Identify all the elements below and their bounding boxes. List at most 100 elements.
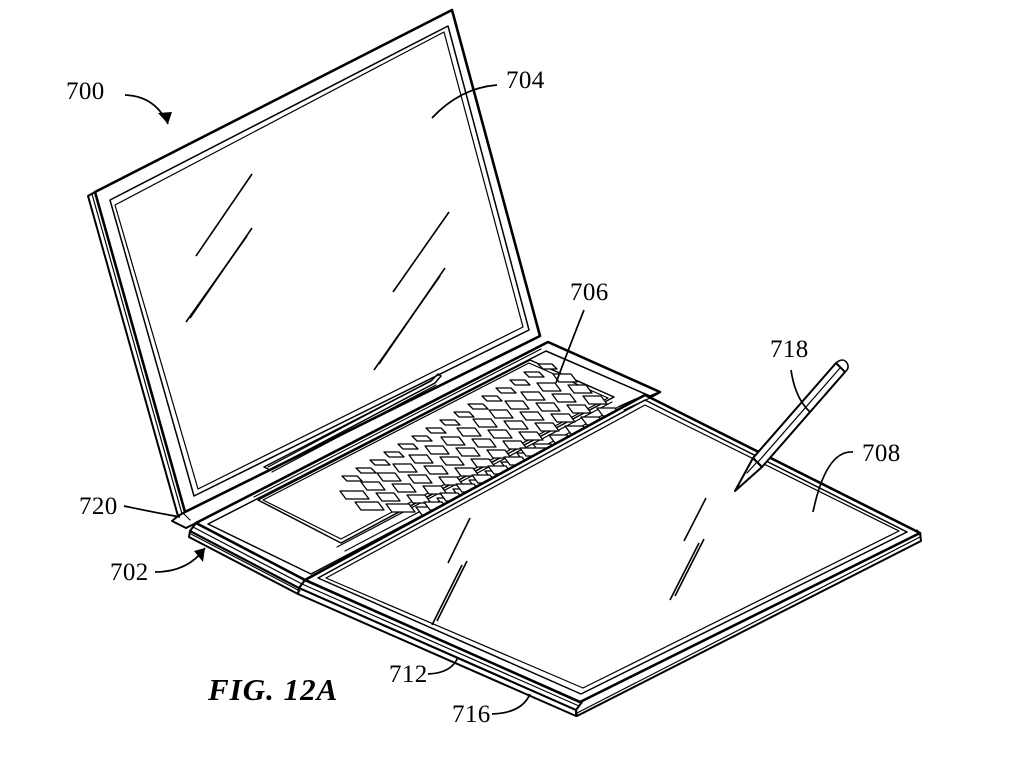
- ref-numeral-702: 702: [110, 559, 149, 586]
- key: [519, 411, 545, 421]
- ref-numeral-716: 716: [452, 701, 491, 728]
- key: [488, 409, 514, 419]
- key: [424, 445, 450, 455]
- speaker-slot-line2: [271, 384, 437, 473]
- key: [567, 384, 593, 394]
- key: [355, 467, 377, 474]
- tablet-bezel: [317, 399, 908, 695]
- hinge-group: [171, 512, 197, 529]
- base-left-thickness-3: [190, 533, 301, 592]
- key: [481, 395, 503, 402]
- leader-700: [124, 94, 169, 125]
- tablet-surface-inner: [325, 404, 900, 689]
- key: [523, 371, 545, 378]
- key: [397, 443, 419, 450]
- tablet-front-thickness-2: [301, 583, 580, 707]
- display-screen-area: [114, 31, 524, 490]
- key: [375, 492, 401, 502]
- key: [537, 363, 558, 370]
- display-glare-marks: [185, 173, 450, 371]
- stylus-tip: [734, 457, 763, 492]
- leader-704: [431, 84, 498, 119]
- base-right-edge: [649, 391, 661, 397]
- key: [518, 431, 544, 441]
- keyboard-well: [257, 359, 615, 544]
- ref-numeral-718: 718: [770, 336, 809, 363]
- key: [385, 503, 416, 513]
- leader-716: [491, 693, 531, 715]
- key: [407, 474, 433, 484]
- key: [423, 465, 449, 475]
- tablet-glare-marks: [431, 497, 707, 626]
- key: [487, 429, 513, 439]
- key: [503, 420, 529, 430]
- deck-upper-strip: [253, 348, 542, 498]
- stylus-group[interactable]: [734, 359, 849, 492]
- tablet-base-hinge-line: [619, 394, 646, 407]
- key: [456, 427, 482, 437]
- keyboard-row-1[interactable]: [341, 363, 558, 482]
- hinge-body: [171, 515, 197, 529]
- key: [536, 382, 562, 392]
- hinge-detail: [182, 512, 191, 521]
- key: [471, 438, 497, 448]
- ref-numeral-700: 700: [66, 78, 105, 105]
- key: [341, 475, 363, 482]
- keyboard-row-4[interactable]: [385, 395, 608, 513]
- speaker-slot-inner: [267, 379, 433, 468]
- key: [534, 422, 560, 432]
- key: [408, 454, 434, 464]
- ref-numeral-712: 712: [389, 661, 428, 688]
- display-bezel: [109, 25, 530, 497]
- key: [440, 436, 466, 446]
- leader-706: [555, 309, 585, 384]
- tablet-base-hinge-line-2: [623, 397, 651, 411]
- tablet-right-thickness-3: [916, 529, 922, 536]
- speaker-slot-group: [263, 373, 442, 473]
- ref-numeral-704: 704: [506, 67, 545, 94]
- key: [509, 379, 531, 386]
- key: [520, 391, 546, 401]
- key: [453, 411, 475, 418]
- key: [369, 459, 391, 466]
- key: [360, 481, 386, 491]
- key: [504, 400, 530, 410]
- stylus-highlight: [757, 367, 841, 463]
- leader-720: [123, 505, 181, 518]
- keyboard-well-inner: [262, 362, 609, 540]
- key: [455, 447, 481, 457]
- key: [472, 418, 498, 428]
- key: [391, 483, 417, 493]
- keyboard-row-3[interactable]: [354, 384, 593, 511]
- key: [550, 413, 576, 423]
- key: [425, 427, 447, 434]
- arrowhead-702: [194, 548, 205, 562]
- key: [582, 395, 608, 405]
- base-left-thickness-2: [192, 526, 303, 585]
- leader-708: [812, 451, 854, 513]
- key: [495, 387, 517, 394]
- figure-caption: FIG. 12A: [207, 672, 338, 707]
- key: [411, 435, 433, 442]
- ref-numeral-706: 706: [570, 279, 609, 306]
- key: [551, 393, 577, 403]
- tablet-panel-group: [297, 393, 922, 717]
- arrowhead-700: [158, 112, 172, 124]
- leader-718: [790, 369, 811, 413]
- leader-712: [427, 656, 459, 675]
- leader-lines-group: [123, 84, 854, 715]
- stylus-cap: [835, 359, 849, 373]
- ref-numeral-720: 720: [79, 493, 118, 520]
- stylus-ferrule: [746, 461, 758, 474]
- key: [535, 402, 561, 412]
- key: [439, 456, 465, 466]
- display-edge-thickness-inner: [91, 193, 183, 515]
- key: [467, 403, 489, 410]
- key: [383, 451, 405, 458]
- key: [376, 472, 402, 482]
- key: [354, 501, 385, 511]
- key: [392, 463, 418, 473]
- ref-numeral-708: 708: [862, 440, 901, 467]
